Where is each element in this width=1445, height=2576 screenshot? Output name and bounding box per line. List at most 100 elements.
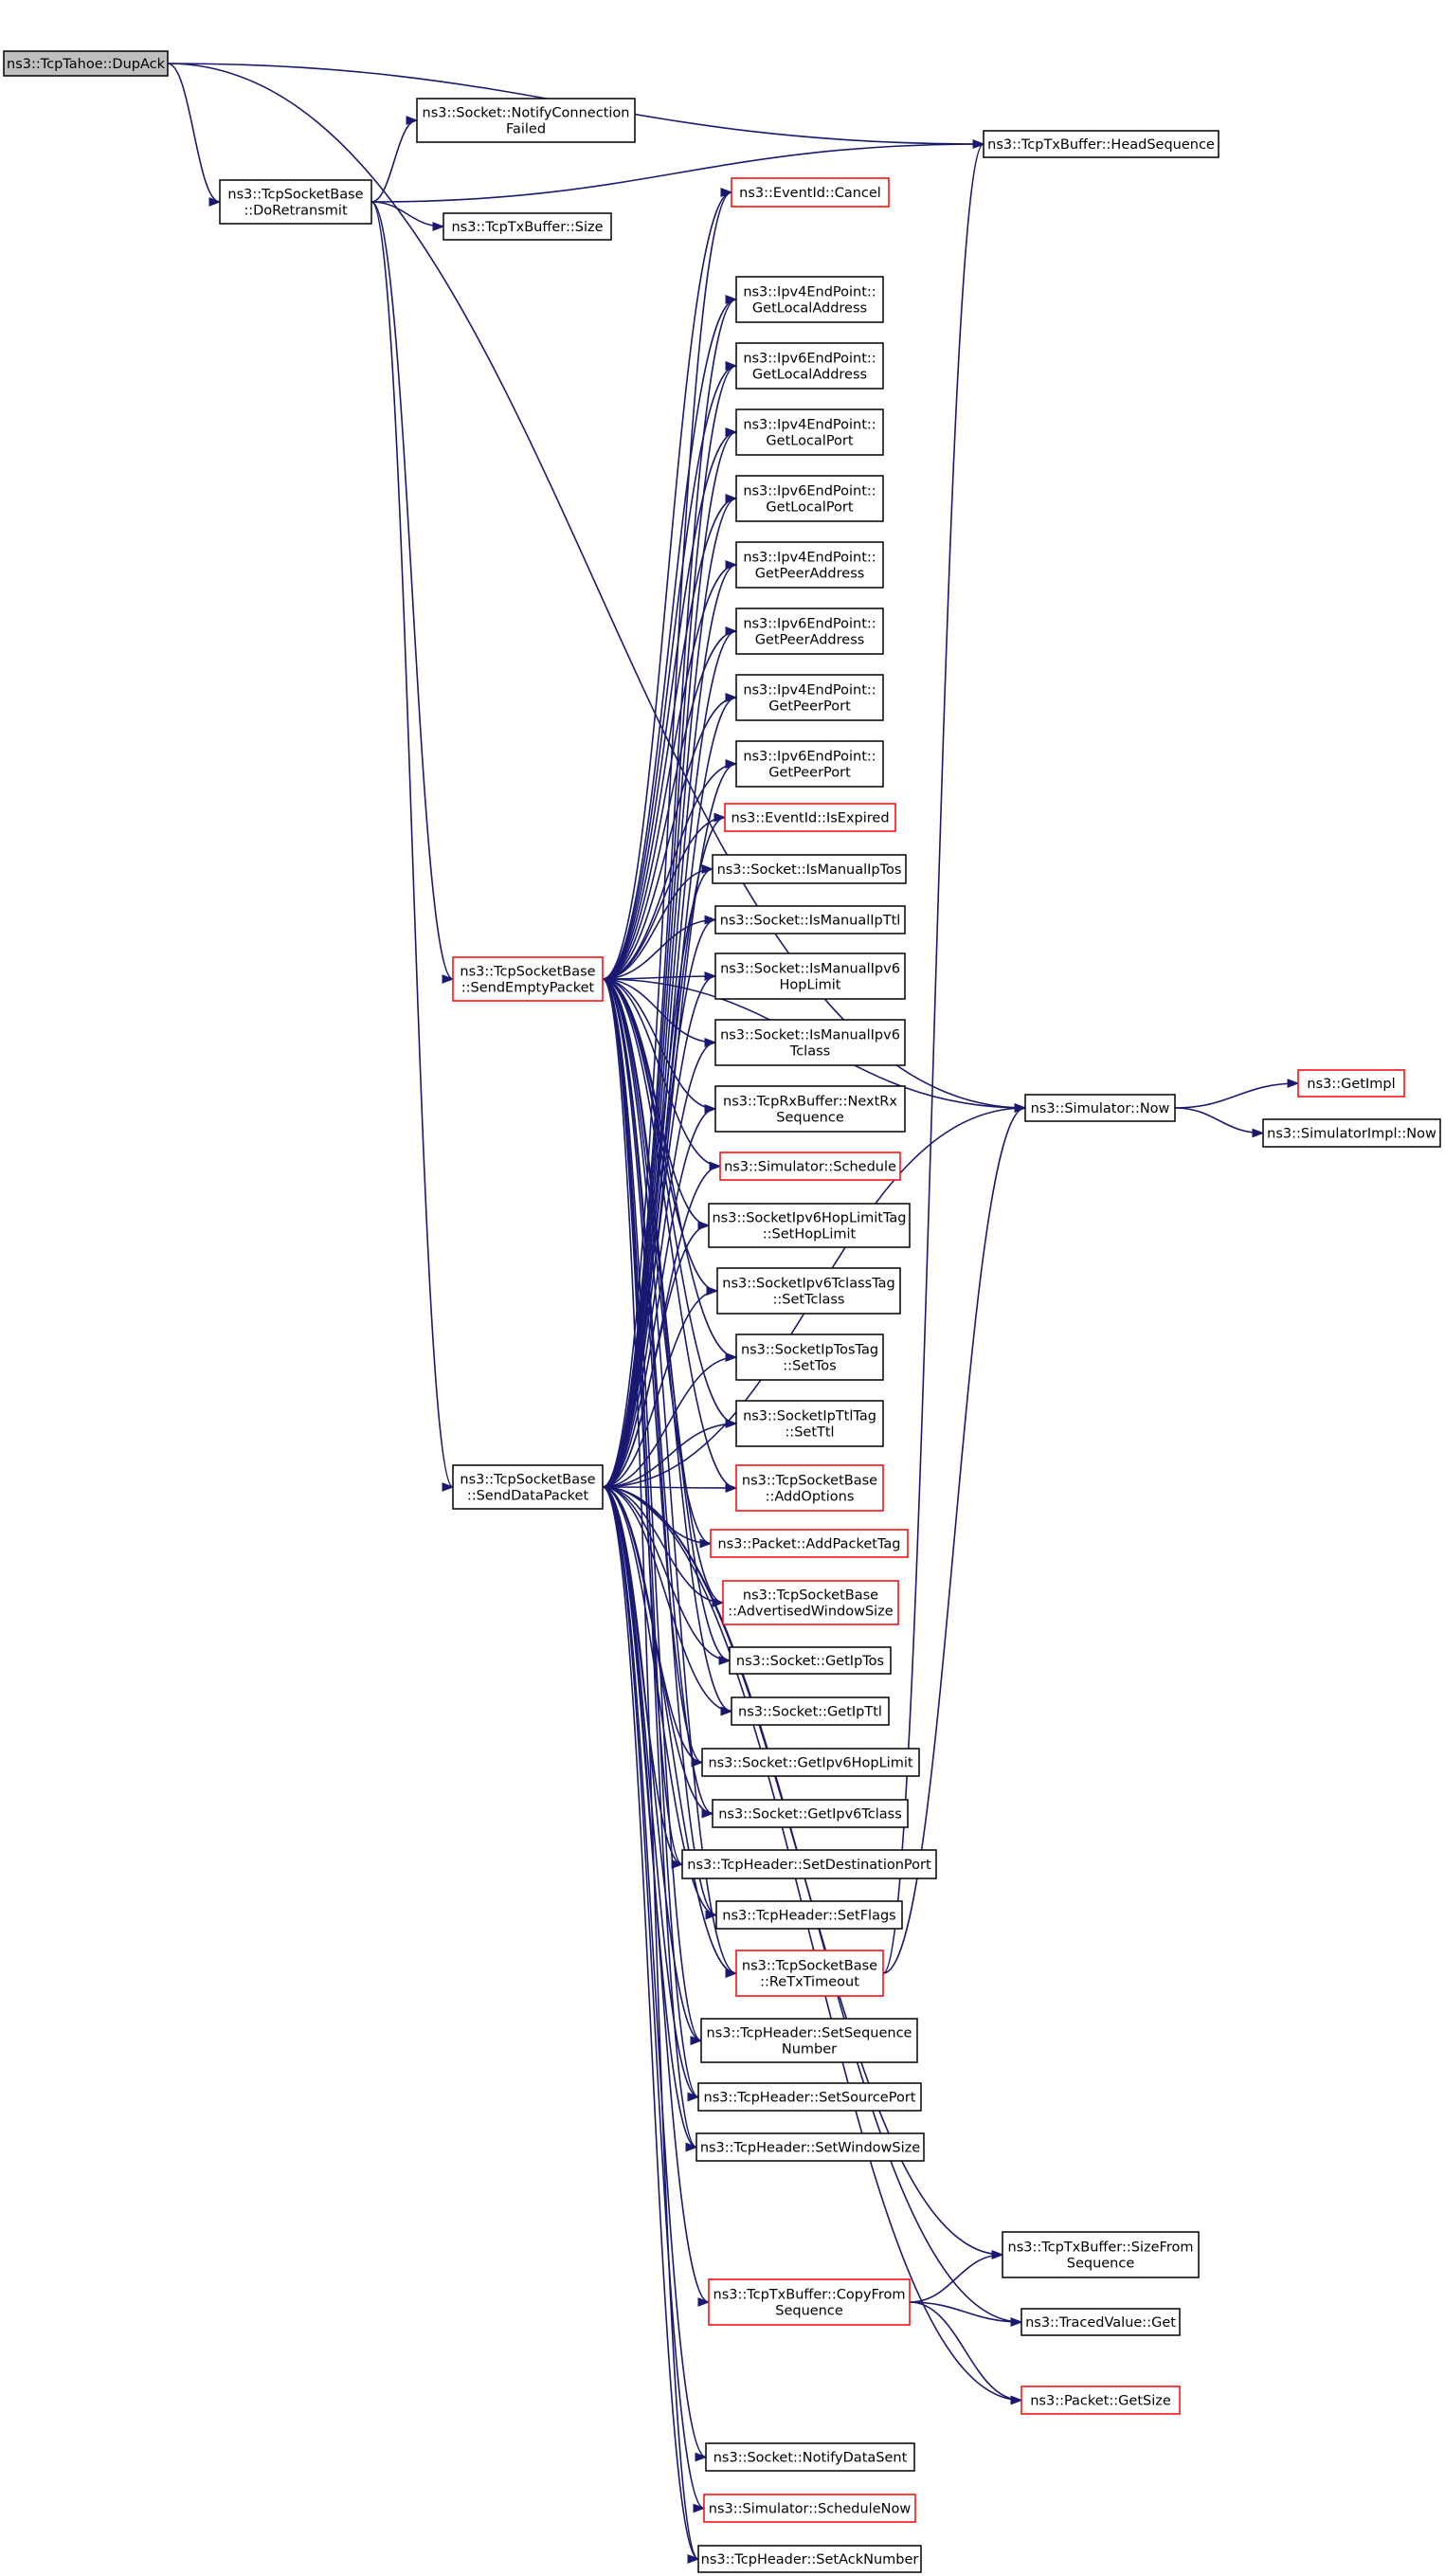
node-cancel[interactable]: ns3::EventId::Cancel: [731, 177, 890, 208]
node-label: GetLocalAddress: [752, 368, 867, 383]
edge-sendempty-to-settos: [602, 978, 737, 1358]
node-getipttl[interactable]: ns3::Socket::GetIpTtl: [731, 1696, 890, 1726]
node-label: ns3::TcpSocketBase: [227, 188, 363, 203]
arrowhead-senddata-to-cancel: [720, 188, 733, 197]
node-box: [735, 1333, 884, 1381]
node-label: ns3::Ipv6EndPoint::: [743, 617, 876, 632]
node-v4peerport[interactable]: ns3::Ipv4EndPoint::GetPeerPort: [735, 674, 884, 721]
node-layer: ns3::TcpTahoe::DupAckns3::TcpSocketBase:…: [3, 50, 1441, 2573]
node-sethoplimit[interactable]: ns3::SocketIpv6HopLimitTag::SetHopLimit: [708, 1203, 911, 1248]
node-v6peerport[interactable]: ns3::Ipv6EndPoint::GetPeerPort: [735, 740, 884, 788]
edge-sendempty-to-setttl: [602, 978, 737, 1424]
edge-sendempty-to-v6localaddr: [602, 365, 737, 980]
node-schedule[interactable]: ns3::Simulator::Schedule: [719, 1152, 901, 1181]
node-getimpl[interactable]: ns3::GetImpl: [1297, 1069, 1405, 1098]
node-setwinsize[interactable]: ns3::TcpHeader::SetWindowSize: [695, 2132, 925, 2162]
node-setdestport[interactable]: ns3::TcpHeader::SetDestinationPort: [681, 1849, 937, 1879]
node-v4localaddr[interactable]: ns3::Ipv4EndPoint::GetLocalAddress: [735, 276, 884, 323]
arrowhead-senddata-to-retxtimeout: [725, 1968, 738, 1978]
edge-sendempty-to-v4peerport: [602, 697, 737, 980]
edge-senddata-to-nextrx: [602, 1108, 716, 1488]
edge-sendempty-to-v4localport: [602, 431, 737, 980]
node-settclass[interactable]: ns3::SocketIpv6TclassTag::SetTclass: [716, 1267, 901, 1315]
edge-sendempty-to-v6localport: [602, 498, 737, 980]
edge-sendempty-to-cancel: [602, 191, 732, 980]
edge-senddata-to-advwindow: [602, 1486, 724, 1604]
arrowhead-senddata-to-schedulenow: [693, 2503, 706, 2513]
node-getiptos[interactable]: ns3::Socket::GetIpTos: [729, 1646, 892, 1675]
node-box: [1021, 2308, 1181, 2336]
node-v4peeraddr[interactable]: ns3::Ipv4EndPoint::GetPeerAddress: [735, 541, 884, 589]
node-ismanualipttl[interactable]: ns3::Socket::IsManualIpTtl: [714, 905, 906, 934]
node-label: ::SetHopLimit: [763, 1227, 857, 1243]
node-box: [697, 2545, 922, 2573]
node-schedulenow[interactable]: ns3::Simulator::ScheduleNow: [703, 2494, 916, 2523]
node-label: GetPeerPort: [768, 699, 851, 715]
node-addoptions[interactable]: ns3::TcpSocketBase::AddOptions: [735, 1464, 884, 1512]
node-box: [715, 1900, 903, 1930]
node-setttl[interactable]: ns3::SocketIpTtlTag::SetTtl: [735, 1400, 884, 1447]
arrowhead-senddata-to-isexpired: [713, 812, 727, 823]
node-simnow[interactable]: ns3::Simulator::Now: [1024, 1094, 1176, 1122]
node-box: [1002, 2231, 1200, 2278]
arrowhead-copyfromseq-to-packetgetsize: [1010, 2395, 1023, 2405]
node-box: [722, 1580, 899, 1625]
edge-sendempty-to-setwinsize: [602, 978, 697, 2149]
node-v6peeraddr[interactable]: ns3::Ipv6EndPoint::GetPeerAddress: [735, 608, 884, 655]
node-label: ns3::Ipv6EndPoint::: [743, 484, 876, 499]
node-senddata[interactable]: ns3::TcpSocketBase::SendDataPacket: [452, 1464, 604, 1510]
node-retxtimeout[interactable]: ns3::TcpSocketBase::ReTxTimeout: [735, 1950, 884, 1997]
node-settos[interactable]: ns3::SocketIpTosTag::SetTos: [735, 1333, 884, 1381]
node-addpackettag[interactable]: ns3::Packet::AddPacketTag: [710, 1529, 909, 1558]
node-label: ns3::EventId::IsExpired: [731, 811, 889, 826]
edge-simnow-to-getimpl: [1174, 1082, 1299, 1109]
node-box: [710, 1529, 909, 1558]
node-label: ns3::TcpHeader::SetSourcePort: [704, 2091, 916, 2106]
arrowhead-senddata-to-getiptos: [718, 1656, 732, 1665]
node-getv6hop[interactable]: ns3::Socket::GetIpv6HopLimit: [701, 1748, 920, 1777]
node-sendempty[interactable]: ns3::TcpSocketBase::SendEmptyPacket: [452, 956, 604, 1002]
node-dupack[interactable]: ns3::TcpTahoe::DupAck: [3, 50, 169, 77]
node-box: [697, 2082, 922, 2112]
node-advwindow[interactable]: ns3::TcpSocketBase::AdvertisedWindowSize: [722, 1580, 899, 1625]
node-box: [1297, 1069, 1405, 1098]
node-packetgetsize[interactable]: ns3::Packet::GetSize: [1021, 2386, 1181, 2415]
node-setsrcport[interactable]: ns3::TcpHeader::SetSourcePort: [697, 2082, 922, 2112]
node-isexpired[interactable]: ns3::EventId::IsExpired: [724, 803, 896, 832]
node-doretransmit[interactable]: ns3::TcpSocketBase::DoRetransmit: [219, 179, 372, 225]
node-notifydatasent[interactable]: ns3::Socket::NotifyDataSent: [705, 2442, 915, 2472]
node-box: [714, 1019, 906, 1066]
node-simimplnow[interactable]: ns3::SimulatorImpl::Now: [1262, 1118, 1441, 1148]
arrowhead-senddata-to-schedule: [709, 1161, 722, 1171]
node-v4localport[interactable]: ns3::Ipv4EndPoint::GetLocalPort: [735, 408, 884, 456]
node-txsize[interactable]: ns3::TcpTxBuffer::Size: [443, 212, 612, 241]
node-setacknum[interactable]: ns3::TcpHeader::SetAckNumber: [697, 2545, 922, 2573]
node-label: ns3::Simulator::Now: [1031, 1101, 1170, 1116]
edge-senddata-to-getiptos: [602, 1486, 731, 1661]
arrowhead-doretransmit-to-txsize: [432, 222, 445, 231]
node-tracedget[interactable]: ns3::TracedValue::Get: [1021, 2308, 1181, 2336]
node-box: [735, 674, 884, 721]
node-headsequence[interactable]: ns3::TcpTxBuffer::HeadSequence: [983, 130, 1219, 158]
edge-sendempty-to-v4localaddr: [602, 299, 737, 980]
edge-senddata-to-v4localport: [602, 431, 737, 1488]
node-v6localport[interactable]: ns3::Ipv6EndPoint::GetLocalPort: [735, 475, 884, 522]
node-getv6tclass[interactable]: ns3::Socket::GetIpv6Tclass: [712, 1799, 909, 1828]
node-label: GetPeerPort: [768, 766, 851, 781]
arrowhead-senddata-to-sethoplimit: [697, 1221, 711, 1230]
node-v6localaddr[interactable]: ns3::Ipv6EndPoint::GetLocalAddress: [735, 342, 884, 390]
node-label: ns3::TcpSocketBase: [460, 1473, 595, 1488]
node-label: ns3::TracedValue::Get: [1025, 2315, 1176, 2331]
edge-senddata-to-cancel: [602, 191, 732, 1488]
node-setflags[interactable]: ns3::TcpHeader::SetFlags: [715, 1900, 903, 1930]
node-label: ns3::Simulator::Schedule: [724, 1160, 896, 1175]
node-ismanualiptos[interactable]: ns3::Socket::IsManualIpTos: [712, 854, 907, 884]
node-label: ns3::Packet::AddPacketTag: [717, 1537, 900, 1552]
